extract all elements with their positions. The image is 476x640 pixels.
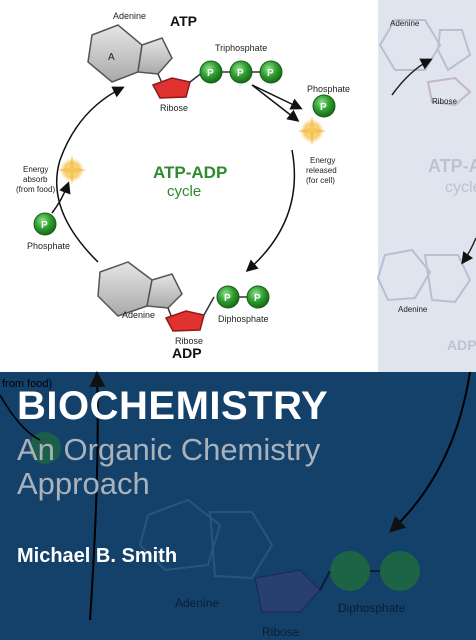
adenine-label-bottom: Adenine	[122, 310, 155, 320]
energy-absorb-2: absorb	[23, 175, 48, 184]
adp-label: ADP	[172, 345, 202, 361]
ghost-adenine-top: Adenine	[390, 19, 420, 28]
p-glyph: P	[224, 293, 231, 304]
adenine-pentagon-bottom	[146, 273, 183, 309]
title-block: BIOCHEMISTRY An Organic Chemistry Approa…	[17, 385, 467, 501]
p-glyph: P	[320, 102, 327, 113]
book-subtitle-line-2: Approach	[17, 466, 150, 501]
released-phosphate: P Phosphate Energy released (for cell)	[251, 84, 350, 185]
ghost-cycle-title-2: cycle	[445, 179, 476, 196]
book-subtitle-line-1: An Organic Chemistry	[17, 432, 321, 467]
adp-molecule: P P Adenine Ribose Diphosphate ADP	[97, 261, 270, 361]
ghost-ribose-top: Ribose	[432, 97, 457, 106]
phosphate-left	[33, 212, 57, 236]
ribose-bottom	[164, 310, 205, 332]
p-glyph: P	[207, 68, 214, 79]
atp-label: ATP	[170, 13, 197, 29]
ghost-from-food: from food)	[2, 378, 52, 390]
ribose-label-bottom: Ribose	[175, 336, 203, 346]
energy-released-3: (for cell)	[306, 176, 335, 185]
energy-absorb-3: (from food)	[16, 185, 55, 194]
ribose-top	[151, 77, 191, 99]
p-glyph: P	[254, 293, 261, 304]
cycle-title-1: ATP-ADP	[153, 163, 227, 182]
adenine-label-top: Adenine	[113, 11, 146, 21]
energy-released-1: Energy	[310, 156, 335, 165]
cycle-title-2: cycle	[167, 183, 201, 200]
adenine-pentagon-top	[137, 37, 173, 75]
book-title: BIOCHEMISTRY	[17, 384, 329, 428]
adenine-letter: A	[108, 52, 115, 63]
cycle-arrows	[56, 86, 296, 272]
energy-released-2: released	[306, 166, 337, 175]
triphosphate-label: Triphosphate	[215, 43, 267, 53]
p-glyph: P	[237, 68, 244, 79]
ghost-arrow-right	[461, 237, 476, 265]
phosphate-label-right: Phosphate	[307, 84, 350, 94]
ghost-panel: Adenine Ribose ATP-A cycle Adenine ADP	[376, 0, 476, 372]
energy-absorb: Energy absorb (from food) P Phosphate	[16, 155, 86, 251]
ghost-adenine-mid: Adenine	[398, 305, 428, 314]
ghost-diphosphate: Diphosphate	[338, 601, 406, 615]
ghost-adenine-bottom: Adenine	[175, 596, 219, 610]
energy-absorb-1: Energy	[23, 165, 48, 174]
ghost-adp-label: ADP	[447, 337, 476, 353]
ghost-cycle-title-1: ATP-A	[428, 156, 476, 176]
book-author: Michael B. Smith	[17, 545, 178, 567]
atp-molecule: A P P P Adenine Ribose Triphosphate ATP	[87, 11, 283, 113]
ribose-label-top: Ribose	[160, 103, 188, 113]
phosphate-label-left: Phosphate	[27, 241, 70, 251]
ghost-ribose-bottom: Ribose	[262, 625, 300, 639]
diphosphate-label: Diphosphate	[218, 314, 269, 324]
ghost-cycle-arrow	[391, 58, 433, 96]
phosphate-right	[312, 94, 336, 118]
cover-band: from food) Adenine Ribose Diphosphate	[0, 371, 476, 640]
p-glyph: P	[267, 68, 274, 79]
p-glyph: P	[41, 220, 48, 231]
